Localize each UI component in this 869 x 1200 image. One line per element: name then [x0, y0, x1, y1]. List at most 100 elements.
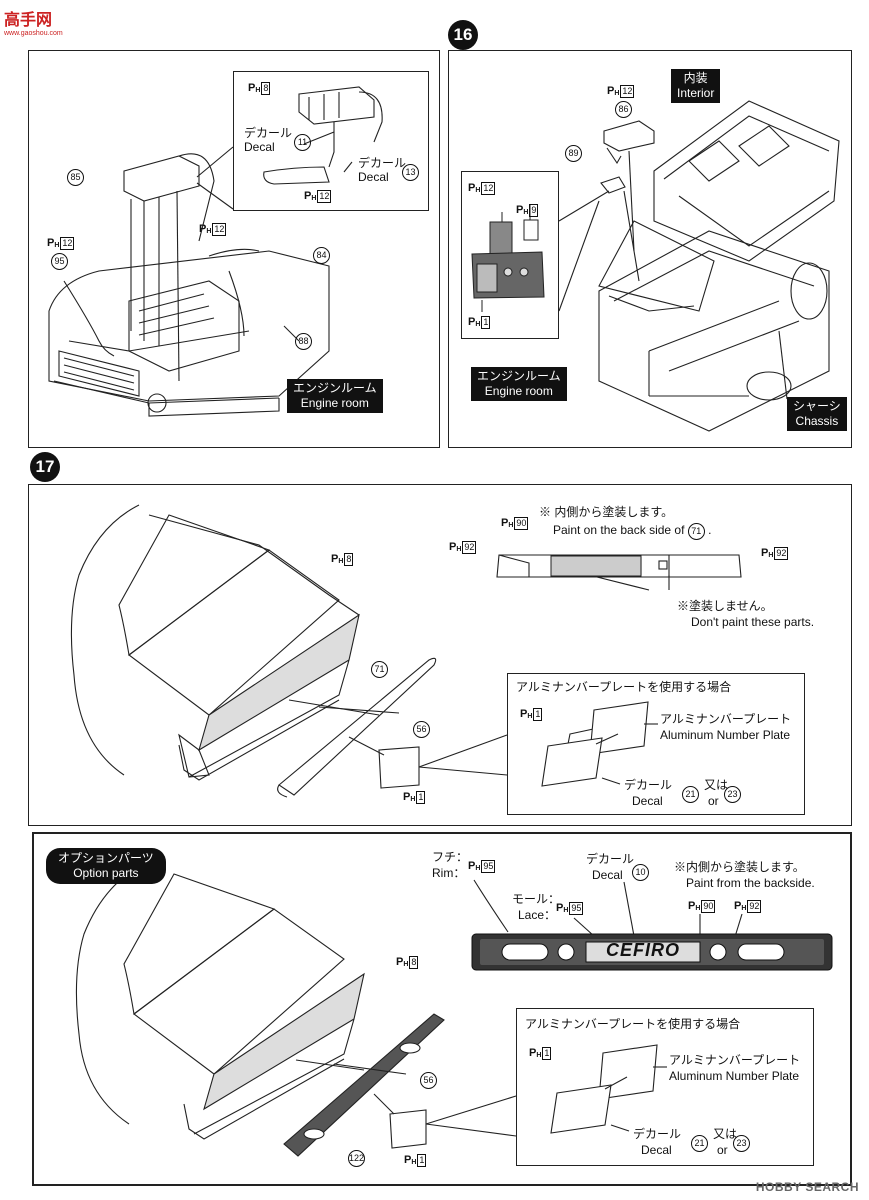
- option-alu-ph1-number: 1: [542, 1047, 552, 1060]
- chassis-tag: シャーシ Chassis: [787, 397, 847, 431]
- ph95-lace-number: 95: [569, 902, 584, 915]
- option-decal-number: 10: [632, 864, 649, 881]
- option-alu-heading: アルミナンバープレートを使用する場合: [525, 1017, 741, 1031]
- option-rear-drawing: [75, 863, 833, 1157]
- option-ph92-number: 92: [747, 900, 762, 913]
- step16-number: 16: [448, 20, 478, 50]
- ph9-inset-number: 9: [529, 204, 539, 217]
- option-decal-jp: デカール: [586, 852, 635, 866]
- option-part56-callout: 56: [420, 1072, 437, 1089]
- option-alu-decal-a: 21: [691, 1135, 708, 1152]
- option-alu-or-jp: 又は: [713, 1127, 738, 1141]
- nopaint-note-jp: ※塗装しません。: [677, 599, 773, 613]
- part122-callout: 122: [348, 1150, 365, 1167]
- interior-jp: 内装: [683, 71, 708, 85]
- ph12-left-number: 12: [60, 237, 75, 250]
- decal11-jp: デカール: [244, 126, 293, 140]
- ph12-mid-number: 12: [212, 223, 227, 236]
- decal11-en: Decal: [244, 140, 275, 154]
- part88-callout: 88: [295, 333, 312, 350]
- engine-room-jp: エンジンルーム: [293, 381, 377, 395]
- rear-body-drawing: [70, 504, 742, 798]
- paint-note-en: Paint on the back side of 71 .: [553, 523, 711, 540]
- part86-callout: 86: [615, 101, 632, 118]
- part56-callout: 56: [413, 721, 430, 738]
- ph90-17-number: 90: [514, 517, 529, 530]
- option-note-en: Paint from the backside.: [686, 876, 815, 890]
- alu-heading: アルミナンバープレートを使用する場合: [516, 680, 732, 694]
- engine-room-tag: エンジンルーム Engine room: [287, 379, 383, 413]
- interior-en: Interior: [677, 86, 715, 100]
- option-alu-plate-jp: アルミナンバープレート: [669, 1053, 801, 1067]
- ph12-inset16-number: 12: [481, 182, 496, 195]
- part71-callout: 71: [371, 661, 388, 678]
- ph1-inset-number: 1: [481, 316, 491, 329]
- alu-or-jp: 又は: [704, 778, 729, 792]
- decal11-number: 11: [294, 134, 311, 151]
- alu-plate-drawing: [541, 701, 658, 787]
- hobby-search-watermark: HOBBY SEARCH: [755, 1180, 859, 1194]
- nopaint-note-en: Don't paint these parts.: [691, 615, 815, 629]
- cefiro-badge: CEFIRO: [605, 940, 680, 960]
- engine-room-drawing: [48, 146, 330, 417]
- alu-decal-a: 21: [682, 786, 699, 803]
- interior-tag: 内装 Interior: [671, 69, 721, 103]
- rim-en: Rim：: [432, 866, 466, 880]
- ph1-17-number: 1: [416, 791, 426, 804]
- site-logo-text: 高手网: [4, 12, 53, 29]
- engine-room16-en: Engine room: [484, 384, 553, 398]
- chassis-en: Chassis: [795, 414, 839, 428]
- alu-or-en: or: [708, 794, 719, 808]
- paint-note-en-text: Paint on the back side of: [553, 523, 685, 537]
- paint-note-part: 71: [687, 523, 705, 540]
- relay-drawing: [471, 204, 545, 312]
- alu-decal-b: 23: [724, 786, 741, 803]
- interior-chassis-drawing: [558, 100, 840, 432]
- alu-ph1-number: 1: [533, 708, 543, 721]
- option-alu-decal-en: Decal: [641, 1143, 672, 1157]
- site-logo-url: www.gaoshou.com: [4, 30, 63, 37]
- option-ph1-number: 1: [417, 1154, 427, 1167]
- ph8-number: 8: [261, 82, 271, 95]
- ph95-rim-number: 95: [481, 860, 496, 873]
- ph92-right-number: 92: [774, 547, 789, 560]
- ph12-inset-number: 12: [317, 190, 332, 203]
- part89-callout: 89: [565, 145, 582, 162]
- alu-decal-en: Decal: [632, 794, 663, 808]
- alu-decal-jp: デカール: [624, 778, 673, 792]
- option-alu-decal-b: 23: [733, 1135, 750, 1152]
- lace-en: Lace：: [518, 908, 557, 922]
- chassis-jp: シャーシ: [793, 399, 841, 413]
- ph8-17-number: 8: [344, 553, 354, 566]
- paint-note-jp: ※ 内側から塗装します。: [539, 505, 674, 519]
- ph92-left-number: 92: [462, 541, 477, 554]
- lace-jp: モール：: [512, 892, 561, 906]
- option-alu-or-en: or: [717, 1143, 728, 1157]
- option-ph8-number: 8: [409, 956, 419, 969]
- option-decal-en: Decal: [592, 868, 623, 882]
